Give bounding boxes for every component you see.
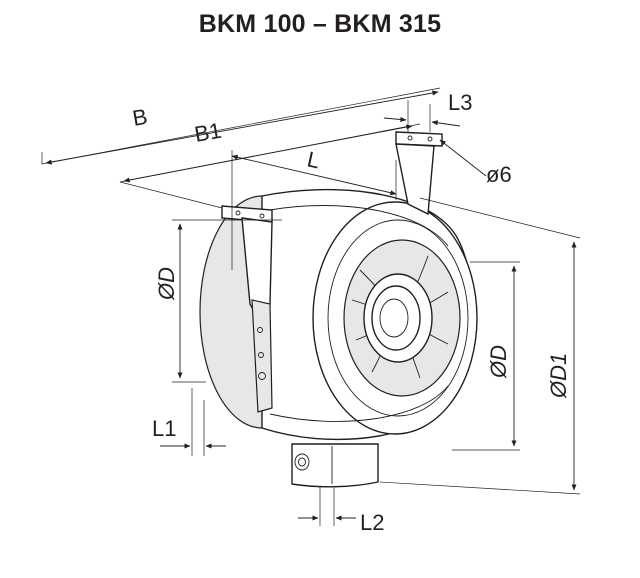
dimension-B [41,87,441,165]
terminal-box [291,443,379,488]
label-hole: ø6 [486,162,512,187]
dimension-L3 [383,100,461,132]
label-L3: L3 [448,90,472,115]
dimension-D-right [452,261,520,451]
diagram-title: BKM 100 – BKM 315 [198,10,442,38]
label-B: B [131,104,150,131]
dimension-D-left [172,219,282,383]
dimension-L2 [298,486,356,526]
dimension-B1 [119,123,421,209]
label-B1: B1 [193,118,224,147]
label-L1: L1 [152,416,176,441]
dimension-L1 [160,388,226,456]
dimension-hole [439,139,487,177]
mounting-bracket-left [221,205,273,413]
label-L: L [305,146,322,173]
dimension-L [231,150,397,270]
dimension-D1 [379,197,581,495]
label-D-left: ØD [154,267,179,301]
label-D-right: ØD [486,345,511,379]
fan-housing [199,188,478,441]
label-L2: L2 [360,510,384,535]
label-D1: ØD1 [546,353,571,399]
